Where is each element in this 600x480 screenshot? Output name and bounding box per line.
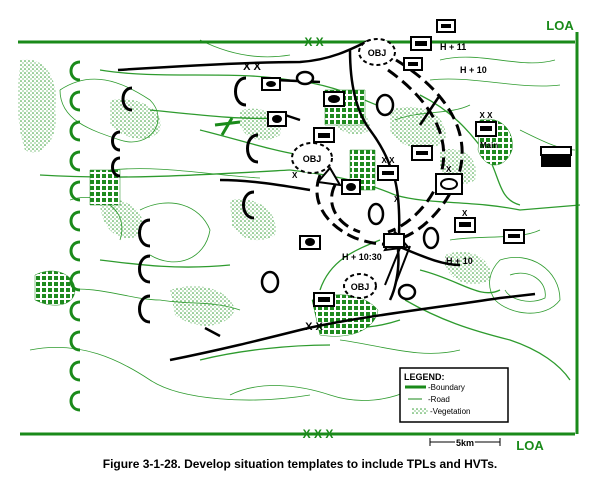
legend-road-label: -Road xyxy=(428,395,450,404)
figure-caption: Figure 3-1-28. Develop situation templat… xyxy=(102,457,498,471)
unit-brackets xyxy=(111,76,259,324)
upper-echelon-label: X X xyxy=(243,61,261,73)
lower-echelon-label: X X xyxy=(305,321,323,333)
top-echelon-label: X X xyxy=(304,35,323,49)
scale-label: 5km xyxy=(456,438,474,448)
unit-symbol-marks xyxy=(266,24,520,302)
objective-label: OBJ xyxy=(303,154,322,164)
tpl-mark xyxy=(220,117,234,136)
legend-title: LEGEND: xyxy=(404,372,445,382)
tactical-map: LOA LOA X X X X X X X X X OBJ OBJ OBJ H … xyxy=(17,18,581,453)
phase-line-label: H + 10 xyxy=(460,65,487,75)
bottom-echelon-label: X X X xyxy=(303,427,334,441)
boundary-lines xyxy=(18,32,579,436)
unit-echelon-label: X xyxy=(394,195,400,204)
phase-line-label: H + 11 xyxy=(440,42,466,52)
main-unit-label: Main xyxy=(480,141,498,150)
enemy-bracket-symbols xyxy=(69,60,81,412)
scale-bar xyxy=(429,438,501,446)
objective-label: OBJ xyxy=(351,282,370,292)
legend-boundary-label: -Boundary xyxy=(428,383,465,392)
tpl-mark-2 xyxy=(214,120,241,127)
round-units xyxy=(260,70,440,301)
phase-line-label: H + 10 xyxy=(446,256,473,266)
unit-echelon-label: X xyxy=(446,165,452,174)
hvt-symbol xyxy=(540,146,572,167)
objective-label: OBJ xyxy=(368,48,387,58)
brigade-echelon-label: X X xyxy=(382,156,396,165)
unit-echelon-label: X xyxy=(462,209,468,218)
loa-top-label: LOA xyxy=(546,18,574,33)
phase-line-label: H + 10:30 xyxy=(342,252,382,262)
legend: LEGEND: -Boundary -Road -Vegetation xyxy=(399,367,509,423)
loa-bottom-label: LOA xyxy=(516,438,544,453)
objective-circles xyxy=(291,38,396,299)
legend-vegetation-label: -Vegetation xyxy=(430,407,470,416)
main-echelon-label: X X xyxy=(480,111,494,120)
unit-echelon-label: X xyxy=(292,171,298,180)
